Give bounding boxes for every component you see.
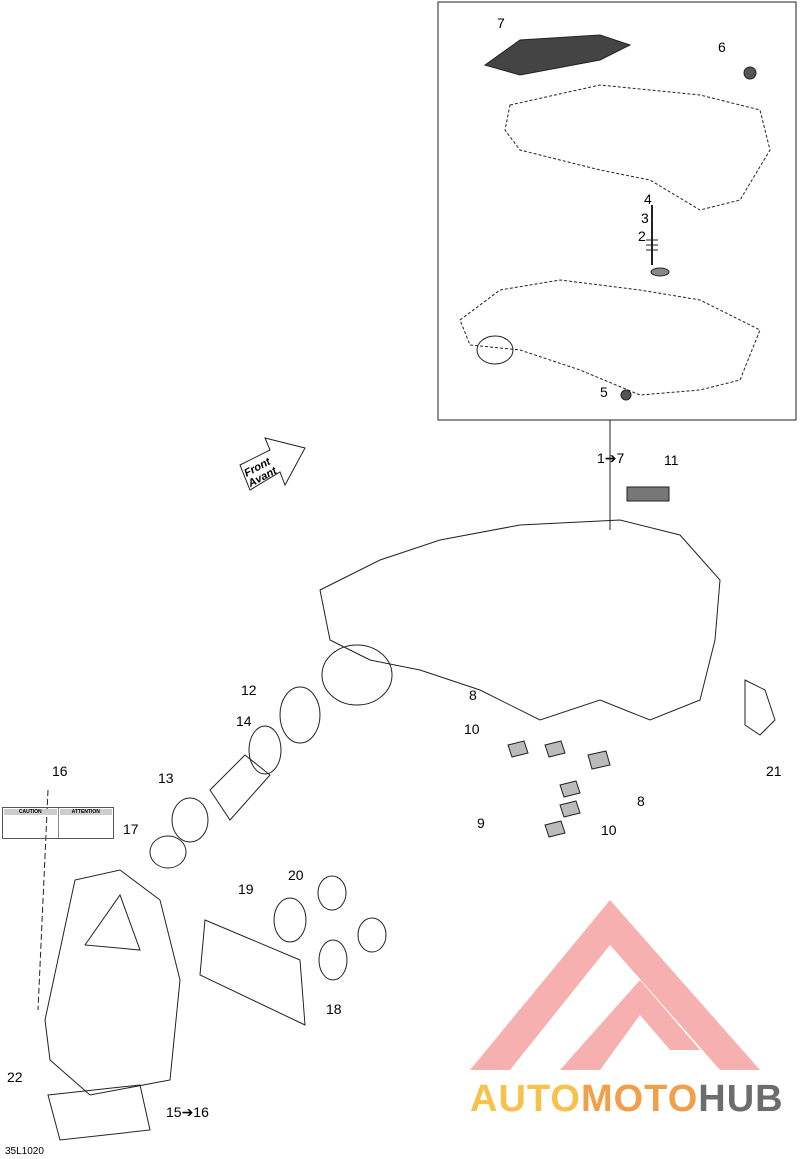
- front-arrow-shape: [239, 437, 306, 491]
- callout: 5: [600, 384, 608, 400]
- washer-3: [650, 267, 670, 277]
- caution-title: CAUTION: [4, 809, 57, 815]
- leader-line: [37, 789, 49, 1011]
- coupler-19: [273, 897, 307, 943]
- callout: 4: [644, 191, 652, 207]
- cover-part-7: [483, 34, 632, 76]
- clamp: [357, 917, 387, 953]
- callout: 21: [766, 763, 782, 779]
- callout: 9: [477, 815, 485, 831]
- callout: 8: [469, 687, 477, 703]
- clip-9: [544, 820, 566, 838]
- detail-inset-frame: [437, 1, 797, 421]
- watermark-auto: AUTO: [470, 1078, 581, 1120]
- foam-22: [47, 1084, 151, 1141]
- callout: 20: [288, 867, 304, 883]
- o-ring-17: [149, 835, 187, 869]
- silencer-triangle: [84, 893, 141, 951]
- intake-tube: [209, 754, 271, 821]
- callout: 1➔7: [597, 450, 625, 466]
- callout: 17: [123, 821, 139, 837]
- clamp-14: [248, 725, 282, 775]
- seal-21: [744, 679, 776, 736]
- callout: 16: [52, 763, 68, 779]
- caution-label: CAUTION ATTENTION: [2, 807, 114, 839]
- callout: 10: [601, 822, 617, 838]
- watermark-text: AUTOMOTOHUB: [470, 1078, 784, 1121]
- clip: [544, 740, 566, 758]
- clip-8: [507, 740, 529, 758]
- diagram-code: 35L1020: [5, 1146, 44, 1157]
- callout: 19: [238, 881, 254, 897]
- callout: 12: [241, 682, 257, 698]
- watermark-hub: HUB: [698, 1078, 784, 1120]
- clamp-20: [317, 875, 347, 911]
- callout: 11: [664, 452, 679, 468]
- clamp-ring-12: [279, 686, 321, 744]
- lower-housing-inset: [459, 279, 761, 396]
- nut-5: [620, 389, 632, 401]
- callout: 22: [7, 1069, 23, 1085]
- spring-2: [646, 239, 658, 251]
- airbox-inlet: [321, 644, 393, 706]
- callout: 10: [464, 721, 480, 737]
- grommet-6: [743, 66, 757, 80]
- callout: 8: [637, 793, 645, 809]
- watermark-logo: [470, 900, 760, 1070]
- adapter-13: [171, 797, 209, 843]
- upper-housing-inset: [504, 84, 771, 211]
- callout: 15➔16: [166, 1104, 209, 1120]
- clip-10: [559, 800, 581, 818]
- watermark-moto: MOTO: [580, 1078, 699, 1120]
- callout: 3: [641, 210, 649, 226]
- plate-18: [199, 919, 306, 1026]
- callout: 7: [497, 15, 505, 31]
- coupler: [318, 939, 348, 981]
- callout: 6: [718, 39, 726, 55]
- callout: 18: [326, 1001, 342, 1017]
- clip: [587, 750, 611, 770]
- inlet-ring-inset: [476, 335, 514, 365]
- label-11: [626, 486, 670, 502]
- attention-title: ATTENTION: [59, 809, 112, 815]
- silencer-box: [44, 869, 181, 1096]
- callout: 14: [236, 713, 252, 729]
- airbox-main: [319, 519, 721, 721]
- clip-8: [559, 780, 581, 798]
- callout: 13: [158, 770, 174, 786]
- callout: 2: [638, 228, 646, 244]
